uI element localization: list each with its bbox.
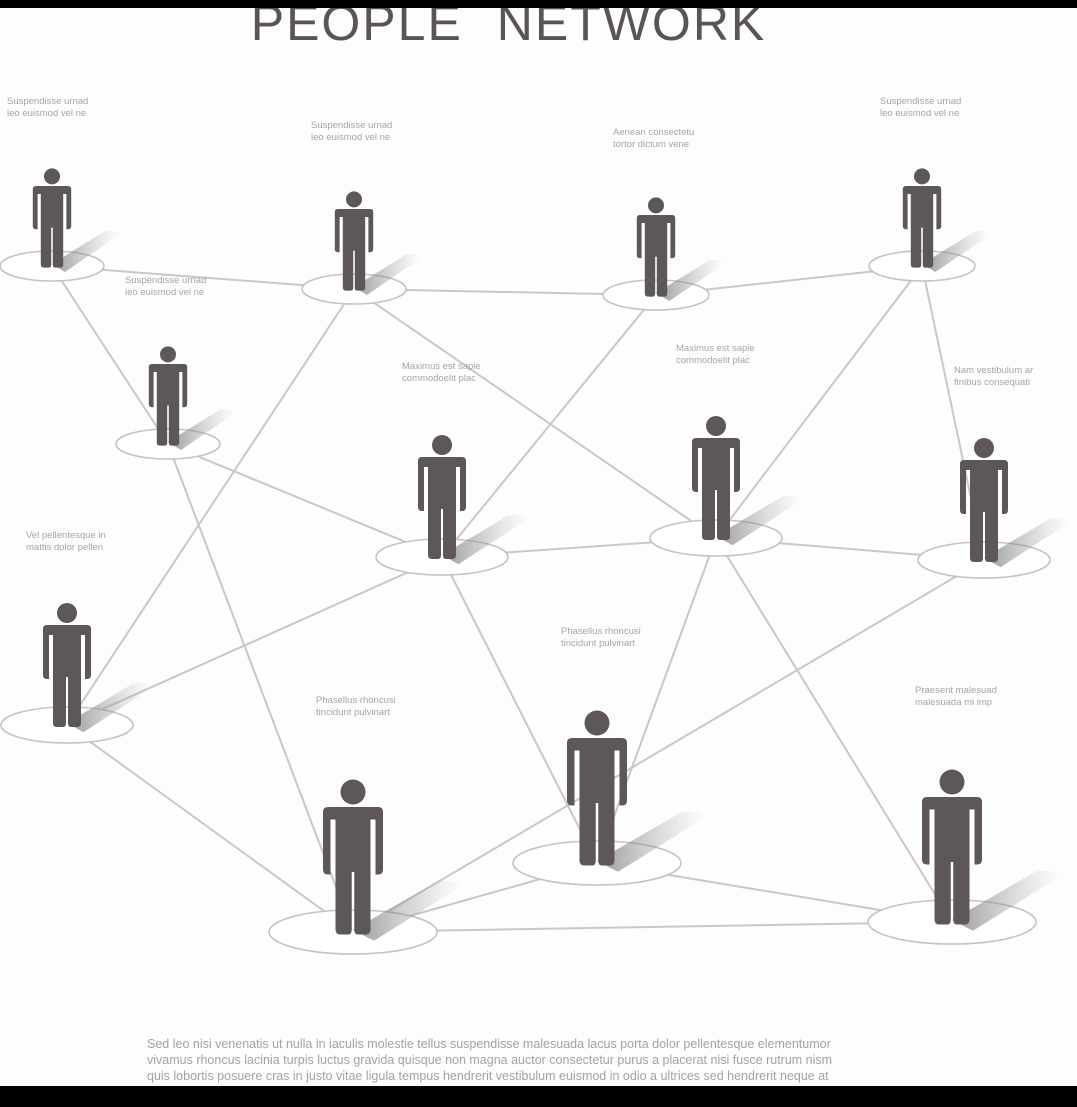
person-label-line: tortor dictum vene xyxy=(613,139,690,150)
person-label-line: Suspendisse urnad xyxy=(125,275,207,286)
figure-shadow xyxy=(656,260,725,301)
footer-paragraph: Sed leo nisi venenatis ut nulla in iacul… xyxy=(147,1036,937,1084)
person-icon xyxy=(43,603,91,727)
connection-lines xyxy=(51,265,985,933)
connection-line-p10-p12 xyxy=(352,921,953,933)
person-node-p10 xyxy=(268,779,463,955)
person-node-p1 xyxy=(0,168,120,282)
person-label-line: leo euismod vel ne xyxy=(311,132,391,143)
connection-line-p5-p6 xyxy=(167,443,443,558)
person-icon xyxy=(418,435,466,559)
person-icon xyxy=(636,197,676,297)
person-label-line: commodoelit plac xyxy=(402,373,476,384)
connection-line-p2-p9 xyxy=(66,288,355,726)
connection-line-p8-p10 xyxy=(352,559,985,933)
footer-line: Sed leo nisi venenatis ut nulla in iacul… xyxy=(147,1037,831,1051)
person-label-line: Maximus est sapie xyxy=(402,361,481,372)
figure-shadow xyxy=(52,231,120,272)
person-label-line: malesuada mi imp xyxy=(915,697,993,708)
person-node-p2 xyxy=(301,191,422,305)
page-title: PEOPLE NETWORK xyxy=(0,8,1017,52)
person-icon xyxy=(960,438,1008,562)
people-network-diagram xyxy=(0,168,1070,955)
connection-line-p1-p5 xyxy=(51,265,169,445)
footer-line: vivamus rhoncus lacinia turpis luctus gr… xyxy=(147,1053,833,1067)
person-label-line: Phasellus rhoncusi xyxy=(316,695,396,706)
person-label-line: leo euismod vel ne xyxy=(125,287,205,298)
person-node-p6 xyxy=(375,435,528,576)
person-label-line: Aenean consectetu xyxy=(613,127,695,138)
title-word-people: PEOPLE xyxy=(250,8,463,51)
person-node-p4 xyxy=(868,168,991,282)
figure-shadow xyxy=(353,880,463,941)
person-icon xyxy=(334,191,374,291)
person-icon xyxy=(692,416,740,540)
person-label-line: Suspendisse urnad xyxy=(880,96,962,107)
title-word-network: NETWORK xyxy=(496,8,767,51)
person-icon xyxy=(148,346,188,446)
person-node-p12 xyxy=(867,769,1062,945)
person-label-line: leo euismod vel ne xyxy=(7,108,87,119)
person-label-line: Suspendisse urnad xyxy=(311,120,393,131)
person-icon xyxy=(922,769,982,925)
connection-line-p2-p7 xyxy=(353,288,717,539)
connection-line-p5-p10 xyxy=(167,443,354,933)
person-icon xyxy=(32,168,72,268)
figure-shadow xyxy=(952,870,1062,931)
connection-line-p3-p6 xyxy=(441,294,657,558)
figure-shadow xyxy=(984,518,1070,568)
person-label-line: finibus consequati xyxy=(954,377,1031,388)
connection-line-p7-p12 xyxy=(715,537,953,923)
person-icon xyxy=(323,779,383,935)
person-label-line: commodoelit plac xyxy=(676,355,750,366)
person-label-line: tincidunt pulvinart xyxy=(316,707,390,718)
figure-shadow xyxy=(716,496,802,546)
person-label-line: leo euismod vel ne xyxy=(880,108,960,119)
figure-shadow xyxy=(168,409,236,450)
person-node-p3 xyxy=(602,197,725,311)
person-label-line: Nam vestibulum ar xyxy=(954,365,1034,376)
person-icon xyxy=(567,710,627,866)
figure-shadow xyxy=(922,231,991,272)
figure-shadow xyxy=(67,683,153,733)
person-icon xyxy=(902,168,942,268)
connection-line-p7-p11 xyxy=(596,537,717,864)
person-label-line: Praesent malesuad xyxy=(915,685,997,696)
footer-line: quis lobortis posuere cras in justo vita… xyxy=(147,1069,829,1083)
person-node-p5 xyxy=(115,346,236,460)
person-label-line: Maximus est sapie xyxy=(676,343,755,354)
person-node-p8 xyxy=(917,438,1070,579)
person-label-line: mattis dolor pellen xyxy=(26,542,104,553)
person-label-line: Vel pellentesque in xyxy=(26,530,106,541)
person-node-p9 xyxy=(0,603,153,744)
figure-shadow xyxy=(354,254,422,295)
person-label-line: Suspendisse urnad xyxy=(7,96,89,107)
person-label-line: Phasellus rhoncusi xyxy=(561,626,641,637)
person-label-line: tincidunt pulvinart xyxy=(561,638,635,649)
people-nodes xyxy=(0,168,1070,955)
figure-shadow xyxy=(442,515,528,565)
person-node-p11 xyxy=(512,710,707,886)
connection-line-p9-p10 xyxy=(66,724,354,933)
figure-shadow xyxy=(597,811,707,872)
connection-line-p4-p7 xyxy=(715,265,923,539)
connection-line-p6-p11 xyxy=(441,556,598,864)
person-node-p7 xyxy=(649,416,802,557)
